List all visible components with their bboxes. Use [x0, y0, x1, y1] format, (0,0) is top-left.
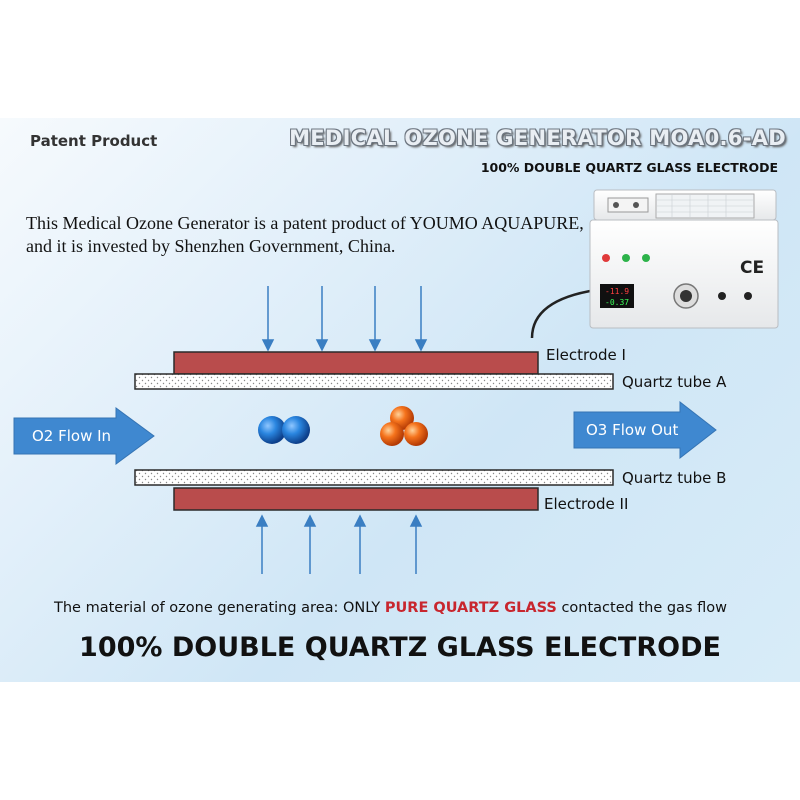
ozone-generator-device: CE -11.9 -0.37: [530, 189, 779, 339]
page-subtitle: 100% DOUBLE QUARTZ GLASS ELECTRODE: [480, 160, 778, 175]
indicator-light-red: [602, 254, 610, 262]
material-note-prefix: The material of ozone generating area: O…: [54, 600, 385, 616]
gas-port-2: [744, 292, 752, 300]
quartz-tube-a: [134, 373, 614, 390]
display-reading-top: -11.9: [605, 287, 629, 296]
digital-display: [600, 284, 634, 308]
electrode-1: [173, 351, 539, 375]
o3-molecule: [380, 406, 428, 446]
o3-flow-out-label: O3 Flow Out: [586, 421, 679, 439]
electrode-1-label: Electrode I: [546, 346, 626, 364]
material-note-suffix: contacted the gas flow: [556, 600, 727, 616]
indicator-light-green: [622, 254, 630, 262]
page-title: MEDICAL OZONE GENERATOR MOA0.6-AD: [289, 126, 786, 150]
gas-port-1: [718, 292, 726, 300]
o3-flow-out-arrow: [573, 400, 717, 460]
o2-flow-in-arrow: [13, 407, 155, 465]
display-reading-bottom: -0.37: [605, 298, 629, 307]
device-front-panel: [589, 219, 779, 329]
indicator-light-green-2: [642, 254, 650, 262]
quartz-tube-b: [134, 469, 614, 486]
material-note: The material of ozone generating area: O…: [54, 600, 727, 616]
quartz-tube-b-label: Quartz tube B: [622, 469, 727, 487]
electrode-2-label: Electrode II: [544, 495, 629, 513]
quartz-tube-a-label: Quartz tube A: [622, 373, 727, 391]
top-field-arrows: [261, 286, 428, 352]
electrode-2: [173, 487, 539, 511]
o2-molecule: [258, 416, 310, 444]
bottom-field-arrows: [255, 514, 423, 574]
o2-flow-in-label: O2 Flow In: [32, 427, 112, 445]
diagram-panel: Patent Product MEDICAL OZONE GENERATOR M…: [0, 118, 800, 682]
intro-text: This Medical Ozone Generator is a patent…: [26, 213, 584, 256]
ce-mark: CE: [740, 258, 764, 278]
material-note-highlight: PURE QUARTZ GLASS: [384, 600, 557, 616]
patent-label: Patent Product: [30, 132, 158, 150]
ozone-diagram: CE -11.9 -0.37: [13, 189, 779, 574]
bottom-title: 100% DOUBLE QUARTZ GLASS ELECTRODE: [79, 632, 721, 663]
power-cable: [530, 288, 597, 339]
